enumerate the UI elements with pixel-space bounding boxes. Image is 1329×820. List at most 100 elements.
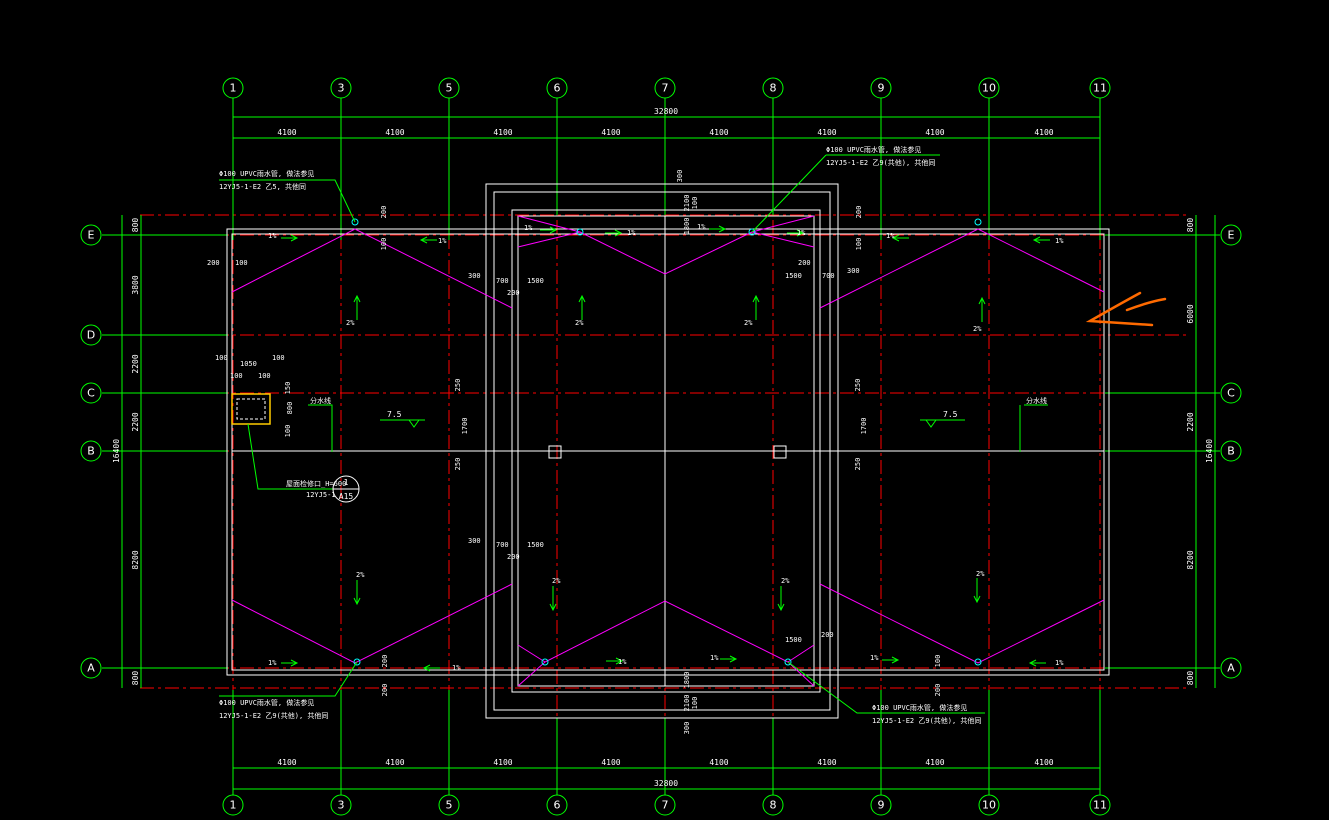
svg-text:4100: 4100 — [925, 128, 944, 137]
svg-text:12YJ5-1-E2 乙5, 共他同: 12YJ5-1-E2 乙5, 共他同 — [219, 182, 306, 191]
svg-text:4100: 4100 — [601, 128, 620, 137]
svg-text:4100: 4100 — [1034, 758, 1053, 767]
drain-icon — [974, 218, 982, 226]
svg-text:5: 5 — [446, 799, 453, 812]
axis-bubble: 10 — [978, 794, 1000, 816]
svg-text:4100: 4100 — [817, 758, 836, 767]
svg-text:A: A — [1227, 662, 1235, 675]
axis-bubble: 5 — [438, 794, 460, 816]
dimension-lines — [102, 98, 1220, 795]
svg-text:200: 200 — [934, 684, 942, 697]
svg-text:32800: 32800 — [654, 107, 678, 116]
svg-text:1%: 1% — [697, 223, 706, 231]
svg-text:12YJ5-1-E2 乙9(共他), 共他同: 12YJ5-1-E2 乙9(共他), 共他同 — [826, 158, 935, 167]
axis-bubble: 8 — [762, 77, 784, 99]
ridge-lines — [231, 215, 1105, 687]
svg-text:200: 200 — [798, 259, 811, 267]
svg-text:3: 3 — [338, 82, 345, 95]
svg-text:100: 100 — [934, 655, 942, 668]
svg-text:200: 200 — [380, 206, 388, 219]
svg-text:100: 100 — [215, 354, 228, 362]
svg-text:1%: 1% — [886, 232, 895, 240]
axis-bubbles-left: E D C B A — [80, 224, 102, 679]
svg-text:屋面检修口_H=600: 屋面检修口_H=600 — [286, 479, 346, 488]
svg-text:2%: 2% — [346, 319, 355, 327]
svg-text:12YJ5-1: 12YJ5-1 — [306, 491, 336, 499]
svg-text:1%: 1% — [618, 658, 627, 666]
divide-labels: 分水线 分水线 — [308, 396, 1048, 452]
svg-text:3: 3 — [338, 799, 345, 812]
axis-bubble: C — [80, 382, 102, 404]
svg-text:1%: 1% — [870, 654, 879, 662]
axis-bubbles-top: 1 3 5 6 7 8 9 10 11 — [222, 77, 1111, 99]
svg-text:100: 100 — [235, 259, 248, 267]
svg-text:A: A — [87, 662, 95, 675]
svg-text:7.5: 7.5 — [943, 410, 958, 419]
svg-text:16400: 16400 — [1205, 439, 1214, 463]
building-outline — [226, 183, 1110, 719]
svg-text:1%: 1% — [710, 654, 719, 662]
svg-text:100: 100 — [258, 372, 271, 380]
svg-text:2%: 2% — [781, 577, 790, 585]
svg-text:800: 800 — [131, 218, 140, 233]
svg-text:A15: A15 — [339, 492, 354, 501]
svg-text:4100: 4100 — [709, 128, 728, 137]
axis-bubble: 7 — [654, 794, 676, 816]
svg-text:250: 250 — [454, 379, 462, 392]
axis-bubble: E — [1220, 224, 1242, 246]
svg-text:16400: 16400 — [112, 439, 121, 463]
svg-text:7: 7 — [662, 82, 669, 95]
svg-text:300: 300 — [847, 267, 860, 275]
svg-text:3800: 3800 — [131, 275, 140, 294]
svg-text:4100: 4100 — [925, 758, 944, 767]
svg-text:250: 250 — [854, 458, 862, 471]
axis-bubble: 6 — [546, 77, 568, 99]
svg-text:1%: 1% — [524, 224, 533, 232]
svg-text:1500: 1500 — [527, 277, 544, 285]
axis-bubble: 3 — [330, 794, 352, 816]
axis-bubbles-right: E C B A — [1220, 224, 1242, 679]
svg-text:700: 700 — [496, 541, 509, 549]
svg-text:2100: 2100 — [683, 195, 691, 212]
axis-bubble: 1 — [222, 77, 244, 99]
axis-bubble: 8 — [762, 794, 784, 816]
svg-text:1: 1 — [344, 478, 349, 487]
svg-text:10: 10 — [982, 799, 996, 812]
svg-text:1700: 1700 — [860, 418, 868, 435]
drain-notes: Φ100 UPVC雨水管, 做法参见 12YJ5-1-E2 乙5, 共他同 Φ1… — [219, 145, 985, 725]
axis-bubble: A — [80, 657, 102, 679]
elevation-markers: 7.5 7.5 — [380, 410, 965, 428]
axis-bubble: 9 — [870, 794, 892, 816]
local-dims: 200 100 200 100 300 2100 100 1800 1800 2… — [207, 170, 942, 735]
svg-text:1: 1 — [230, 799, 237, 812]
svg-text:300: 300 — [683, 722, 691, 735]
svg-text:200: 200 — [507, 289, 520, 297]
svg-text:6: 6 — [554, 82, 561, 95]
svg-text:1050: 1050 — [240, 360, 257, 368]
svg-text:Φ100 UPVC雨水管, 做法参见: Φ100 UPVC雨水管, 做法参见 — [826, 145, 921, 154]
svg-text:200: 200 — [381, 655, 389, 668]
svg-text:E: E — [1228, 229, 1235, 242]
svg-text:32800: 32800 — [654, 779, 678, 788]
svg-text:200: 200 — [381, 684, 389, 697]
svg-text:分水线: 分水线 — [310, 396, 331, 405]
slope-arrows — [281, 225, 1050, 672]
svg-text:4100: 4100 — [493, 128, 512, 137]
svg-text:2100: 2100 — [683, 695, 691, 712]
svg-text:9: 9 — [878, 82, 885, 95]
svg-text:4100: 4100 — [277, 758, 296, 767]
svg-text:300: 300 — [468, 272, 481, 280]
svg-text:100: 100 — [855, 238, 863, 251]
svg-text:1%: 1% — [268, 232, 277, 240]
axis-bubble: D — [80, 324, 102, 346]
svg-text:9: 9 — [878, 799, 885, 812]
drain-icon — [784, 658, 792, 666]
svg-text:8: 8 — [770, 799, 777, 812]
svg-text:100: 100 — [284, 425, 292, 438]
svg-text:2%: 2% — [552, 577, 561, 585]
svg-text:11: 11 — [1093, 799, 1107, 812]
axis-bubble: 1 — [222, 794, 244, 816]
svg-text:100: 100 — [691, 697, 699, 710]
svg-text:B: B — [1227, 445, 1235, 458]
